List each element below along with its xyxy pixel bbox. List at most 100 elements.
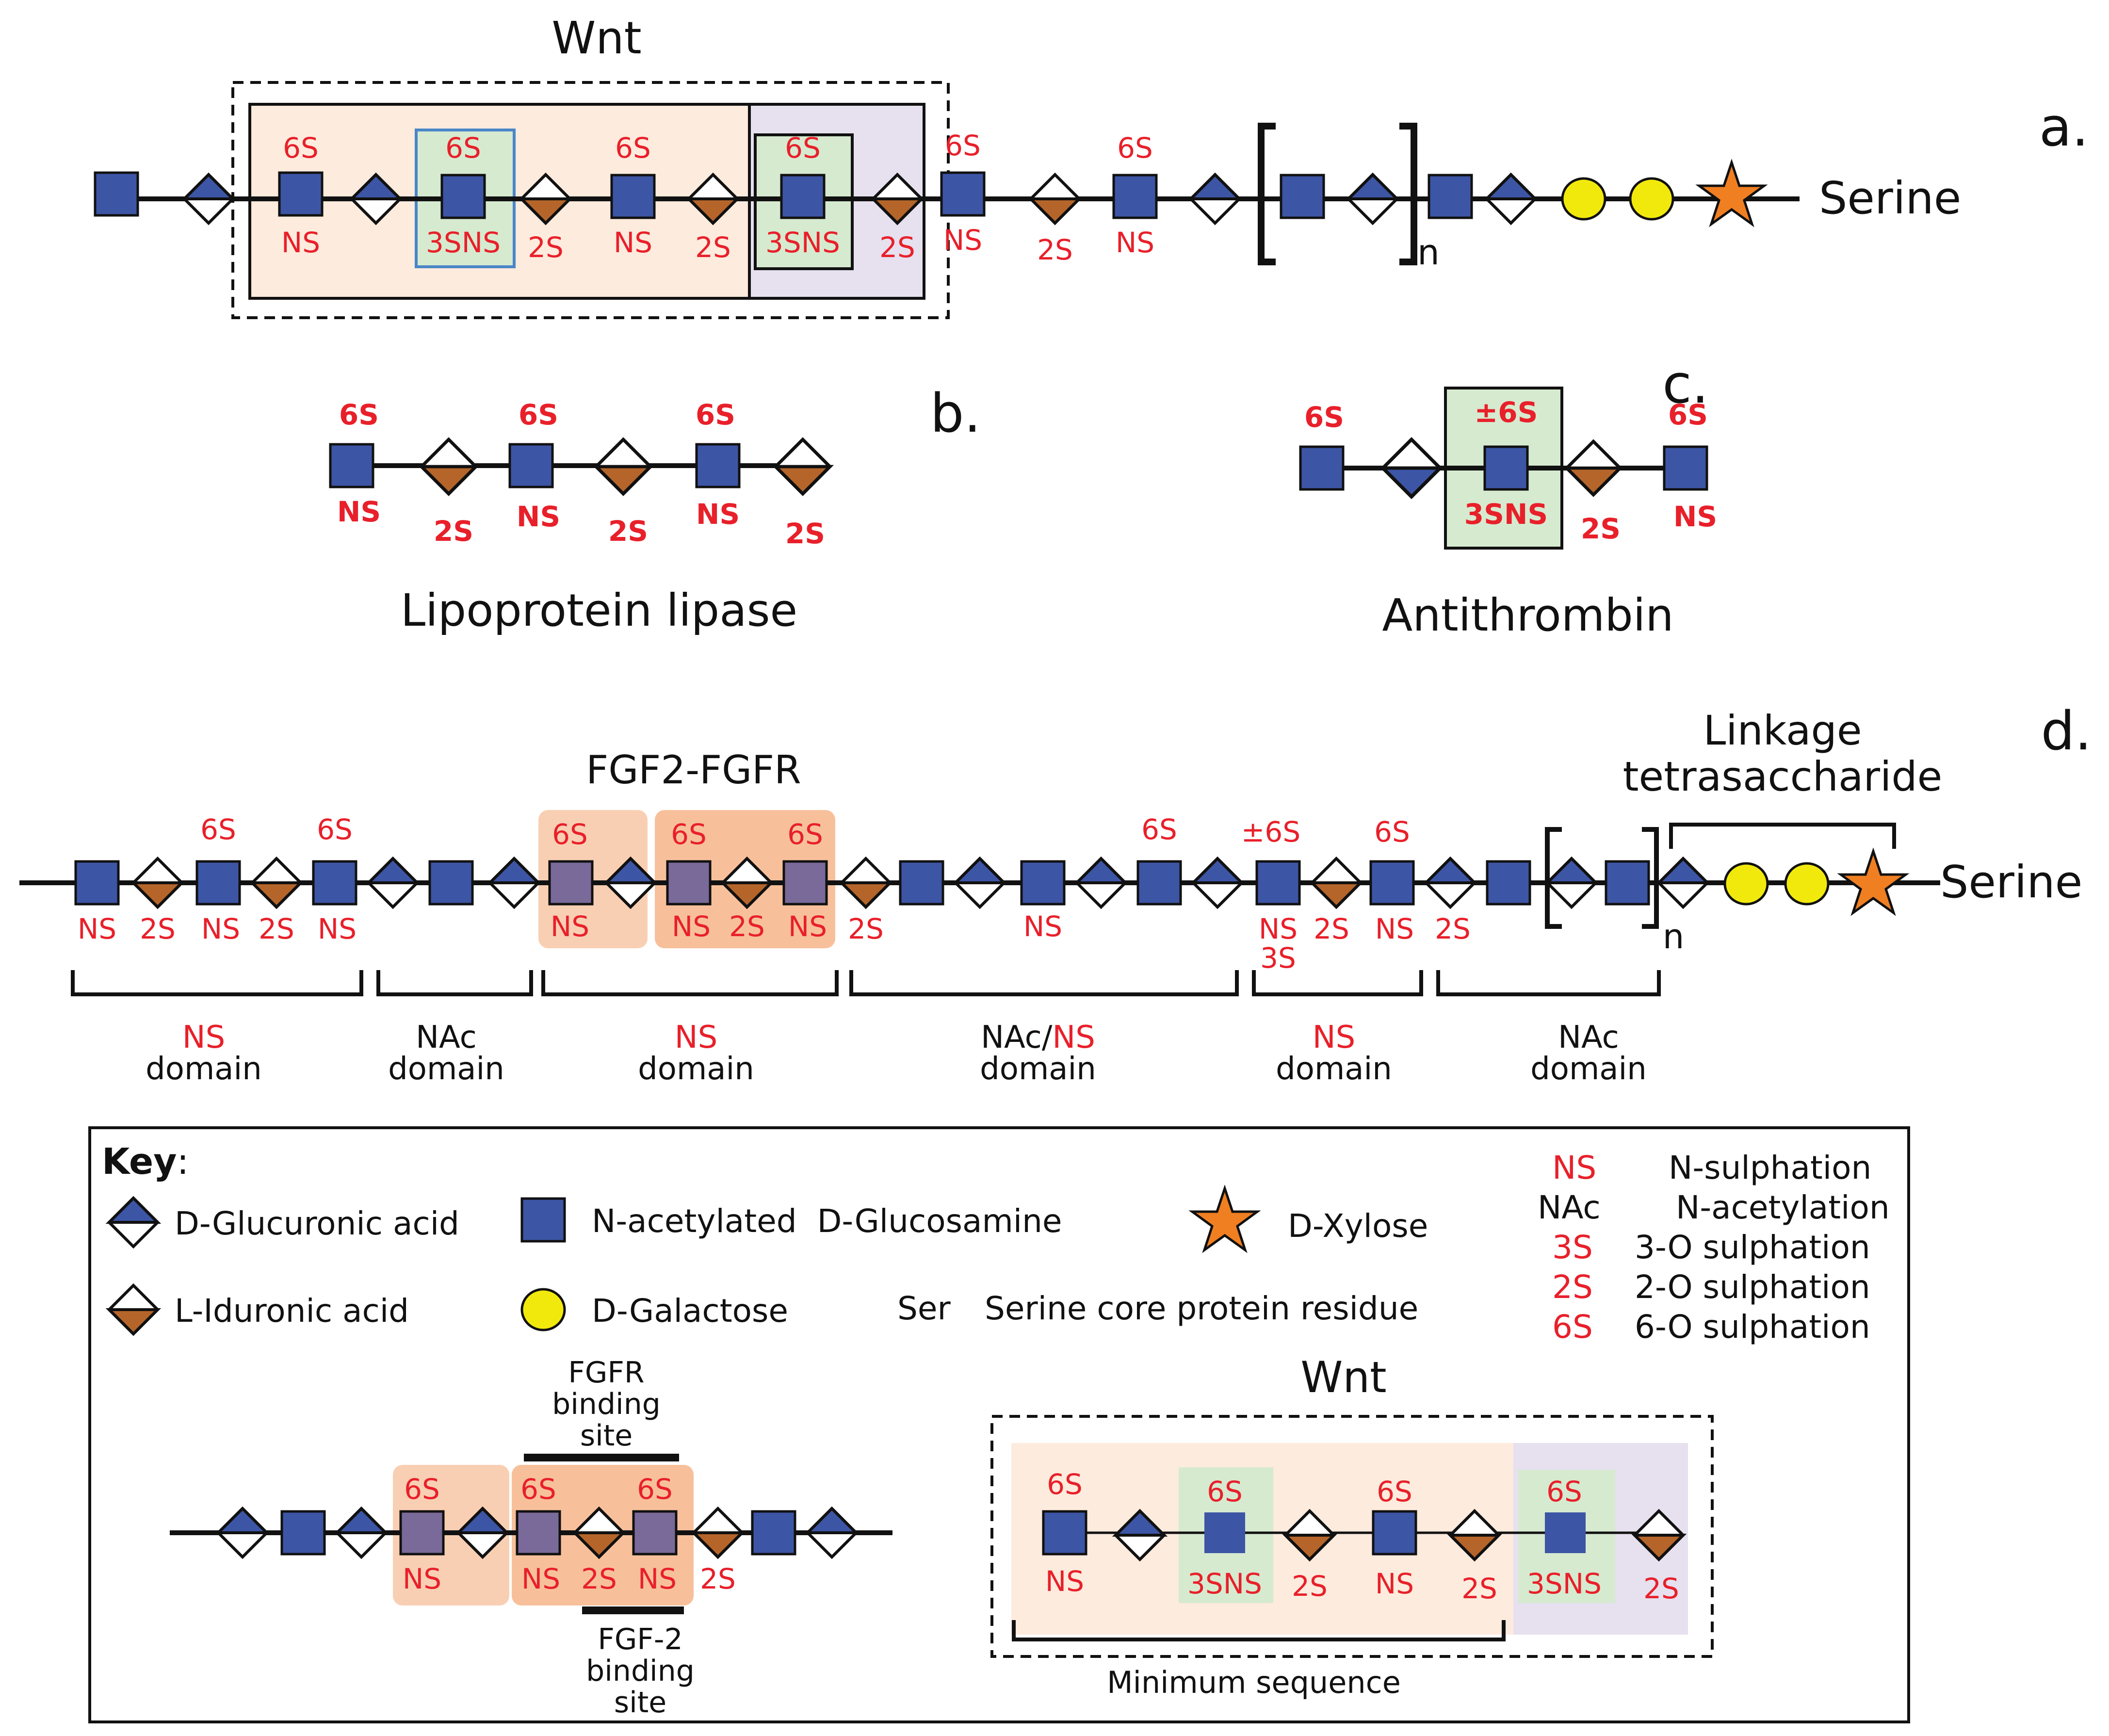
repeat-bracket-close bbox=[1399, 123, 1417, 265]
sulph-label: 6S bbox=[945, 129, 981, 162]
panel-d-title: FGF2-FGFR bbox=[586, 747, 801, 793]
domain-label: NAc bbox=[1558, 1020, 1619, 1055]
sulph-label: 3SNS bbox=[1187, 1567, 1262, 1600]
domain-label: domain bbox=[980, 1051, 1096, 1087]
panel-c-title: Antithrombin bbox=[1382, 589, 1673, 641]
glucosamine-square bbox=[1138, 861, 1181, 904]
glucosamine-square bbox=[1281, 175, 1324, 218]
sulph-label: 2S bbox=[1292, 1570, 1328, 1603]
iduronic-diamond bbox=[1312, 859, 1361, 907]
sulph-label: 6S bbox=[1546, 1475, 1582, 1508]
sulph-label: NS bbox=[337, 495, 381, 528]
glucosamine-square bbox=[1485, 447, 1527, 489]
sulph-label: 6S bbox=[787, 818, 823, 851]
sulph-label: 2S bbox=[700, 1562, 736, 1595]
domain-bracket bbox=[1252, 970, 1423, 996]
sulph-label: 2S bbox=[879, 231, 915, 264]
panel-a-title: Wnt bbox=[552, 12, 641, 64]
fgf2-label: site bbox=[614, 1686, 666, 1720]
xylose-star bbox=[1699, 162, 1764, 224]
domain-bracket bbox=[1436, 970, 1661, 996]
abbr-6s: 6S bbox=[1552, 1308, 1593, 1346]
glucosamine-square bbox=[1043, 1511, 1086, 1554]
galactose-circle bbox=[1725, 863, 1768, 904]
sulph-label: 6S bbox=[445, 131, 481, 164]
sulph-label: 2S bbox=[1314, 912, 1349, 945]
iduronic-diamond bbox=[252, 859, 301, 907]
panel-d-label: d. bbox=[2041, 700, 2092, 762]
iduronic-diamond bbox=[842, 859, 890, 907]
domain-label: NS bbox=[1052, 1020, 1095, 1055]
sulph-label: NS bbox=[403, 1562, 441, 1595]
glucosamine-square bbox=[632, 1510, 678, 1556]
fgfr-label: site bbox=[580, 1419, 633, 1453]
key-galactose: D-Galactose bbox=[592, 1292, 788, 1330]
sulph-label: 6S bbox=[615, 131, 651, 164]
fgfr-label: FGFR bbox=[568, 1356, 644, 1390]
glucosamine-square bbox=[430, 861, 472, 904]
sulph-label: 2S bbox=[608, 515, 648, 548]
panel-b-label: b. bbox=[930, 382, 981, 444]
sulph-label: 3S bbox=[1260, 941, 1296, 974]
sulph-label: 3SNS bbox=[1464, 498, 1548, 531]
glucosamine-square bbox=[1545, 1512, 1586, 1553]
sulph-label: 6S bbox=[1668, 398, 1708, 431]
glucosamine-square bbox=[1664, 447, 1707, 489]
sulph-label: 6S bbox=[1117, 131, 1153, 164]
sulph-label: NS bbox=[1116, 226, 1154, 259]
sulph-label: 6S bbox=[1047, 1468, 1083, 1501]
key-xylose: D-Xylose bbox=[1288, 1207, 1428, 1245]
linkage-bracket bbox=[1669, 823, 1896, 849]
panel-d-bottom-labels: NS 2S NS 2S NS NS NS 2S NS 2S NS NS 2S N… bbox=[78, 910, 1471, 974]
xylose-star bbox=[1841, 851, 1906, 913]
glucosamine-square bbox=[1257, 861, 1299, 904]
sulph-label: 6S bbox=[404, 1473, 440, 1506]
glucosamine-square bbox=[1606, 861, 1649, 904]
fgf-binding-key: FGFR binding site FGF-2 binding site 6S … bbox=[170, 1356, 892, 1720]
glucosamine-square bbox=[1114, 175, 1156, 218]
glucuronic-diamond bbox=[1659, 859, 1707, 907]
abbr-3s-desc: 3-O sulphation bbox=[1635, 1229, 1870, 1266]
sulph-label: ±6S bbox=[1475, 396, 1538, 429]
sulph-label: 2S bbox=[434, 515, 473, 548]
key-glucosamine: N-acetylated D-Glucosamine bbox=[592, 1202, 1062, 1240]
sulph-label: NS bbox=[281, 226, 320, 259]
glucuronic-diamond bbox=[956, 859, 1004, 907]
sulph-label: 6S bbox=[552, 818, 588, 851]
serine-label: Serine bbox=[1819, 172, 1961, 224]
galactose-circle bbox=[1785, 863, 1828, 904]
glucosamine-square bbox=[1204, 1512, 1245, 1553]
glucosamine-square bbox=[612, 175, 654, 218]
glucosamine-square bbox=[697, 444, 739, 487]
glucosamine-square bbox=[279, 173, 322, 215]
domain-label: NS bbox=[675, 1020, 718, 1055]
sulph-label: NS bbox=[672, 910, 711, 943]
domain-brackets bbox=[71, 970, 1661, 996]
panel-d: FGF2-FGFR Linkage tetrasaccharide d. bbox=[19, 700, 2092, 1087]
sulph-label: 2S bbox=[729, 910, 765, 943]
key-title-text: Key bbox=[102, 1141, 177, 1183]
abbr-6s-desc: 6-O sulphation bbox=[1635, 1308, 1870, 1346]
galactose-circle bbox=[1562, 178, 1605, 219]
glucosamine-square-icon bbox=[522, 1199, 565, 1241]
sulph-label: 3SNS bbox=[426, 226, 501, 259]
sulph-label: 6S bbox=[671, 818, 707, 851]
glucuronic-diamond bbox=[184, 175, 233, 223]
sulph-label: 6S bbox=[200, 813, 236, 846]
domain-label: NAc/ bbox=[981, 1020, 1053, 1055]
glucosamine-square bbox=[752, 1511, 795, 1554]
panel-a-label: a. bbox=[2039, 96, 2089, 158]
abbr-nac-desc: N-acetylation bbox=[1676, 1189, 1890, 1226]
sulph-label: 2S bbox=[1581, 512, 1621, 545]
sulph-label: 2S bbox=[1037, 233, 1073, 266]
abbr-3s: 3S bbox=[1552, 1229, 1593, 1266]
glucosamine-square bbox=[666, 860, 712, 906]
glucuronic-diamond bbox=[490, 859, 538, 907]
iduronic-diamond bbox=[596, 439, 650, 494]
domain-bracket bbox=[849, 970, 1239, 996]
domain-label: domain bbox=[1530, 1051, 1647, 1087]
abbr-2s-desc: 2-O sulphation bbox=[1635, 1268, 1870, 1306]
iduronic-diamond bbox=[422, 439, 476, 494]
abbr-nac: NAc bbox=[1538, 1189, 1601, 1226]
